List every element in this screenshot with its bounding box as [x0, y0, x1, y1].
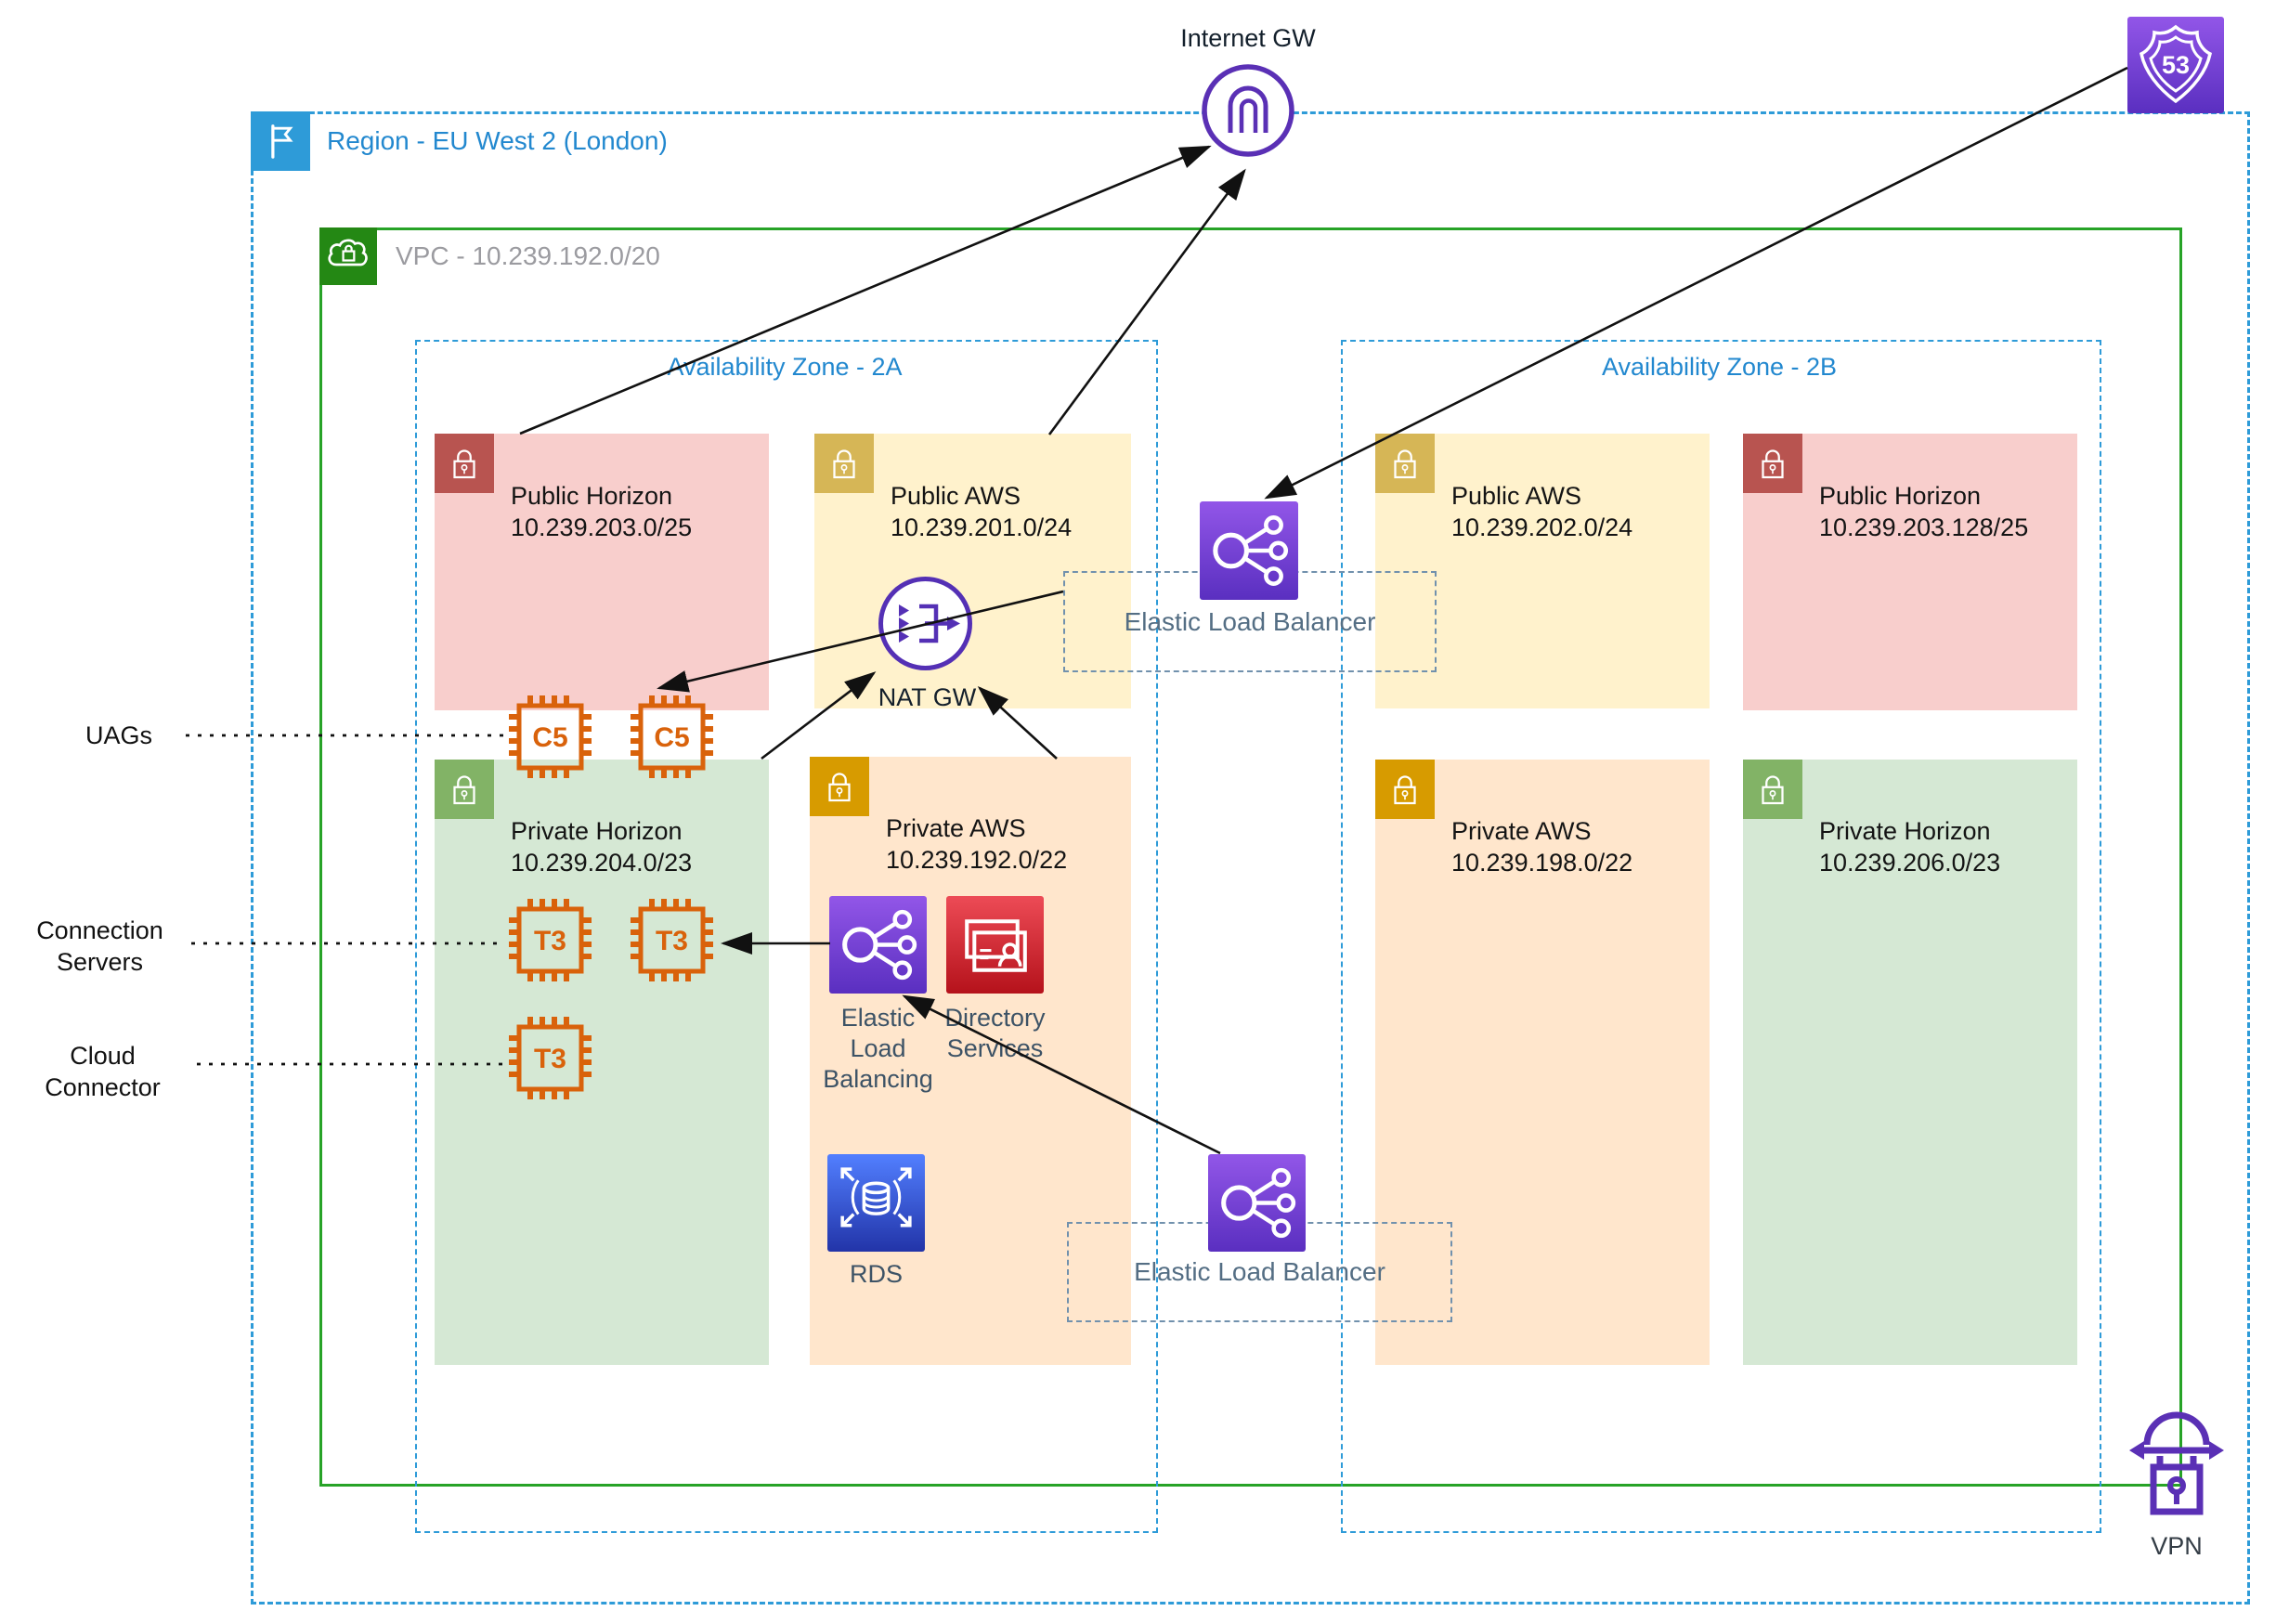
directory-services-label: Directory Services [944, 1004, 1046, 1062]
instance-type-label: C5 [532, 722, 567, 753]
lock-icon [1375, 760, 1435, 819]
elb-bottom-label-box: Elastic Load Balancer [1067, 1222, 1452, 1322]
instance-type-label: T3 [534, 926, 566, 956]
lock-icon [814, 434, 874, 493]
subnet-name: Private Horizon [511, 817, 683, 845]
subnet-public-horizon-2a: Public Horizon 10.239.203.0/25 [435, 434, 769, 710]
uag-instance-2: C5 [628, 695, 716, 781]
connection-server-instance-2: T3 [628, 898, 716, 984]
nat-gw-label: NAT GW [878, 683, 977, 711]
subnet-cidr: 10.239.204.0/23 [511, 849, 693, 877]
rds-label: RDS [849, 1260, 903, 1288]
elastic-load-balancer-top-icon [1200, 501, 1298, 600]
internet-gateway-icon [1200, 62, 1296, 159]
subnet-cidr: 10.239.203.128/25 [1819, 513, 2029, 541]
uags-annotation: UAGs [85, 721, 152, 749]
vpc-label: VPC - 10.239.192.0/20 [396, 241, 660, 270]
subnet-name: Private AWS [1451, 817, 1592, 845]
elastic-load-balancer-bottom-icon [1208, 1154, 1306, 1252]
region-label: Region - EU West 2 (London) [327, 126, 668, 155]
cloud-connector-annotation: Cloud Connector [45, 1042, 161, 1101]
route53-icon: 53 [2127, 17, 2224, 113]
nat-gateway-icon [877, 575, 974, 672]
availability-zone-2b-label: Availability Zone - 2B [1601, 353, 1838, 381]
elb-top-label: Elastic Load Balancer [1124, 606, 1376, 636]
lock-icon [1743, 434, 1802, 493]
lock-icon [435, 434, 494, 493]
vpc-cloud-badge [319, 227, 377, 285]
vpn-label: VPN [2151, 1532, 2203, 1560]
subnet-cidr: 10.239.203.0/25 [511, 513, 693, 541]
subnet-private-aws-2b: Private AWS 10.239.198.0/22 [1375, 760, 1710, 1365]
subnet-cidr: 10.239.201.0/24 [891, 513, 1073, 541]
connection-server-instance-1: T3 [506, 898, 594, 984]
subnet-private-horizon-2b: Private Horizon 10.239.206.0/23 [1743, 760, 2077, 1365]
subnet-private-horizon-2a: Private Horizon 10.239.204.0/23 [435, 760, 769, 1365]
connection-servers-annotation: Connection Servers [36, 916, 163, 976]
directory-services-icon [946, 896, 1044, 994]
subnet-cidr: 10.239.206.0/23 [1819, 849, 2001, 877]
instance-type-label: T3 [534, 1044, 566, 1074]
lock-icon [1375, 434, 1435, 493]
instance-type-label: T3 [656, 926, 688, 956]
vpn-icon [2126, 1408, 2228, 1523]
rds-icon [827, 1154, 925, 1252]
cloud-connector-instance: T3 [506, 1016, 594, 1102]
subnet-name: Public Horizon [1819, 482, 1982, 510]
vpc-boundary [319, 227, 2182, 1487]
flag-icon [271, 124, 293, 159]
subnet-cidr: 10.239.192.0/22 [886, 846, 1068, 874]
lock-icon [810, 757, 869, 816]
subnet-name: Public AWS [1451, 482, 1582, 510]
internet-gw-label: Internet GW [1180, 24, 1316, 52]
availability-zone-2a-label: Availability Zone - 2A [667, 353, 903, 381]
region-flag-badge [251, 111, 310, 171]
uag-instance-1: C5 [506, 695, 594, 781]
vpc-cloud-lock-icon [328, 239, 368, 266]
route53-label: 53 [2162, 51, 2190, 79]
subnet-cidr: 10.239.202.0/24 [1451, 513, 1633, 541]
elb-bottom-label: Elastic Load Balancer [1134, 1257, 1385, 1286]
subnet-name: Public AWS [891, 482, 1021, 510]
subnet-name: Public Horizon [511, 482, 673, 510]
subnet-cidr: 10.239.198.0/22 [1451, 849, 1633, 877]
instance-type-label: C5 [654, 722, 689, 753]
subnet-public-horizon-2b: Public Horizon 10.239.203.128/25 [1743, 434, 2077, 710]
lock-icon [435, 760, 494, 819]
subnet-name: Private AWS [886, 814, 1026, 842]
subnet-name: Private Horizon [1819, 817, 1991, 845]
lock-icon [1743, 760, 1802, 819]
elastic-load-balancing-icon [829, 896, 927, 994]
